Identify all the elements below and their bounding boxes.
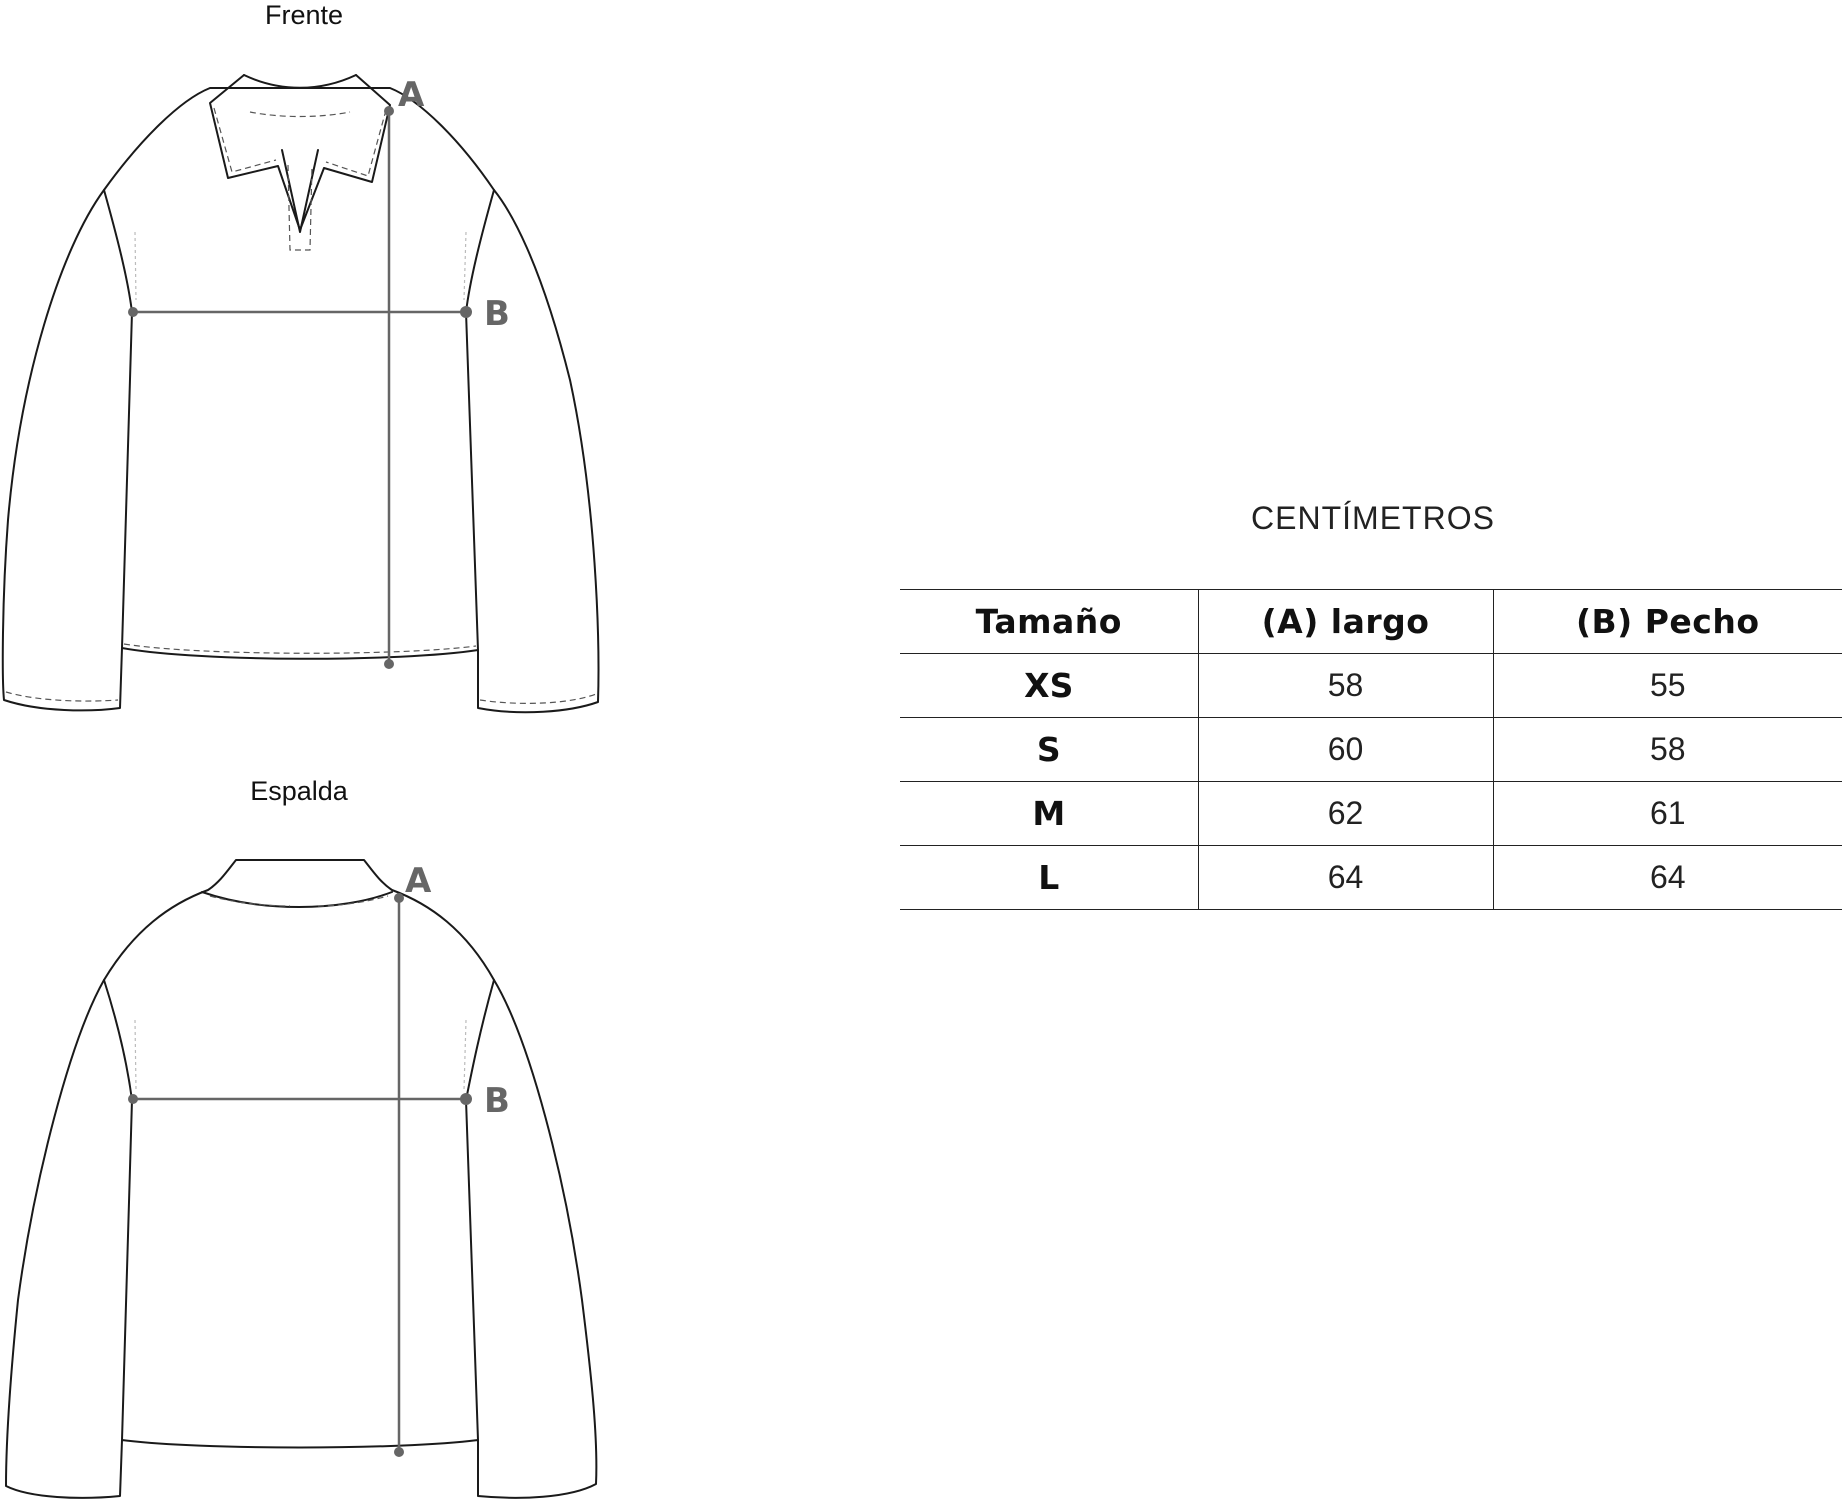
table-row: L 64 64 — [900, 845, 1842, 910]
front-placket-stitch — [287, 164, 313, 251]
back-collar-band — [201, 891, 393, 908]
back-label-a: A — [405, 861, 432, 901]
front-garment-diagram: A B — [1, 74, 600, 714]
front-neck-stitch — [249, 111, 351, 118]
back-view-title: Espalda — [250, 776, 348, 806]
row-pecho: 61 — [1492, 781, 1842, 846]
back-left-side-stitch — [134, 1019, 137, 1091]
row-pecho: 55 — [1492, 653, 1842, 718]
back-collar-stitch-right — [317, 895, 389, 907]
back-collar-stitch-left — [209, 895, 291, 907]
row-largo: 58 — [1197, 653, 1493, 718]
front-measure-b-left-dot — [128, 307, 138, 317]
header-largo: (A) largo — [1197, 589, 1493, 654]
back-body-outline — [5, 859, 598, 1499]
front-measure-a-bottom-dot — [384, 659, 394, 669]
table-header-row: Tamaño (A) largo (B) Pecho — [900, 589, 1842, 654]
front-right-cuff-stitch — [479, 693, 597, 704]
row-largo: 62 — [1197, 781, 1493, 846]
front-left-side-stitch — [134, 231, 137, 301]
table-row: M 62 61 — [900, 781, 1842, 846]
header-size: Tamaño — [900, 589, 1198, 654]
back-measure-a-bottom-dot — [394, 1447, 404, 1457]
row-size: XS — [900, 653, 1198, 718]
table-row: XS 58 55 — [900, 653, 1842, 718]
front-left-cuff-stitch — [5, 691, 119, 702]
back-right-side-stitch — [463, 1019, 467, 1091]
back-left-armhole — [103, 979, 133, 1441]
front-view-title: Frente — [264, 0, 344, 30]
size-table: Tamaño (A) largo (B) Pecho XS 58 55 S 60… — [900, 589, 1842, 910]
front-neckline — [243, 74, 357, 89]
table-row: S 60 58 — [900, 717, 1842, 782]
units-label: CENTÍMETROS — [1251, 500, 1495, 536]
front-measure-b-right-dot — [460, 306, 472, 318]
row-size: M — [900, 781, 1198, 846]
back-label-b: B — [484, 1081, 510, 1121]
back-garment-diagram: A B — [5, 859, 598, 1499]
row-pecho: 58 — [1492, 717, 1842, 782]
front-collar-stitch-left — [213, 107, 277, 173]
front-collar-stitch-right — [325, 109, 387, 177]
back-measure-b-left-dot — [128, 1094, 138, 1104]
front-measure-a-top-dot — [384, 106, 394, 116]
front-label-a: A — [398, 75, 425, 115]
row-size: S — [900, 717, 1198, 782]
front-body-outline — [1, 87, 600, 714]
back-right-armhole — [465, 979, 495, 1441]
back-measure-b-right-dot — [460, 1093, 472, 1105]
row-size: L — [900, 845, 1198, 910]
header-pecho: (B) Pecho — [1492, 589, 1842, 654]
back-measure-a-top-dot — [394, 893, 404, 903]
row-largo: 64 — [1197, 845, 1493, 910]
front-right-side-stitch — [463, 231, 467, 301]
row-largo: 60 — [1197, 717, 1493, 782]
row-pecho: 64 — [1492, 845, 1842, 910]
front-label-b: B — [484, 294, 510, 334]
